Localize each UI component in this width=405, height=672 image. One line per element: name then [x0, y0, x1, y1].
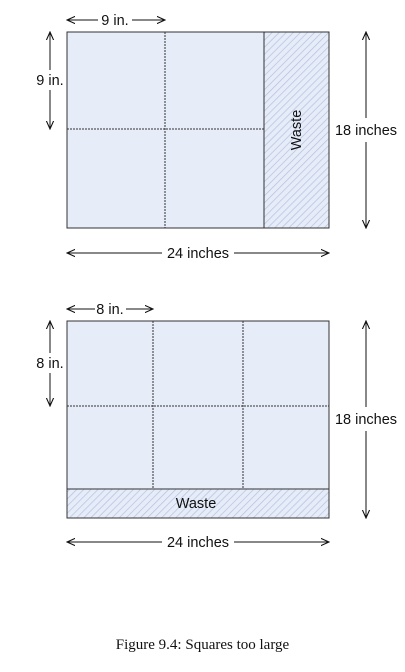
top-waste-strip — [263, 31, 330, 229]
top-square-width-label: 9 in. — [101, 13, 128, 29]
top-figure: Waste 9 in. 9 in. 18 inches 24 inches — [36, 13, 397, 262]
figure-caption: Figure 9.4: Squares too large — [115, 637, 290, 653]
bottom-height-label: 18 inches — [335, 412, 397, 428]
bottom-figure: Waste 8 in. 8 in. 18 inches 24 inches — [36, 302, 397, 551]
bottom-width-label: 24 inches — [167, 535, 229, 551]
top-height-label: 18 inches — [335, 123, 397, 139]
top-waste-label: Waste — [289, 110, 305, 151]
top-width-label: 24 inches — [167, 246, 229, 262]
bottom-waste-label: Waste — [176, 496, 217, 512]
bottom-waste-strip — [66, 488, 330, 519]
bottom-square-width-label: 8 in. — [96, 302, 123, 318]
bottom-sheet — [66, 320, 330, 519]
top-square-height-label: 9 in. — [36, 73, 63, 89]
bottom-square-height-label: 8 in. — [36, 356, 63, 372]
